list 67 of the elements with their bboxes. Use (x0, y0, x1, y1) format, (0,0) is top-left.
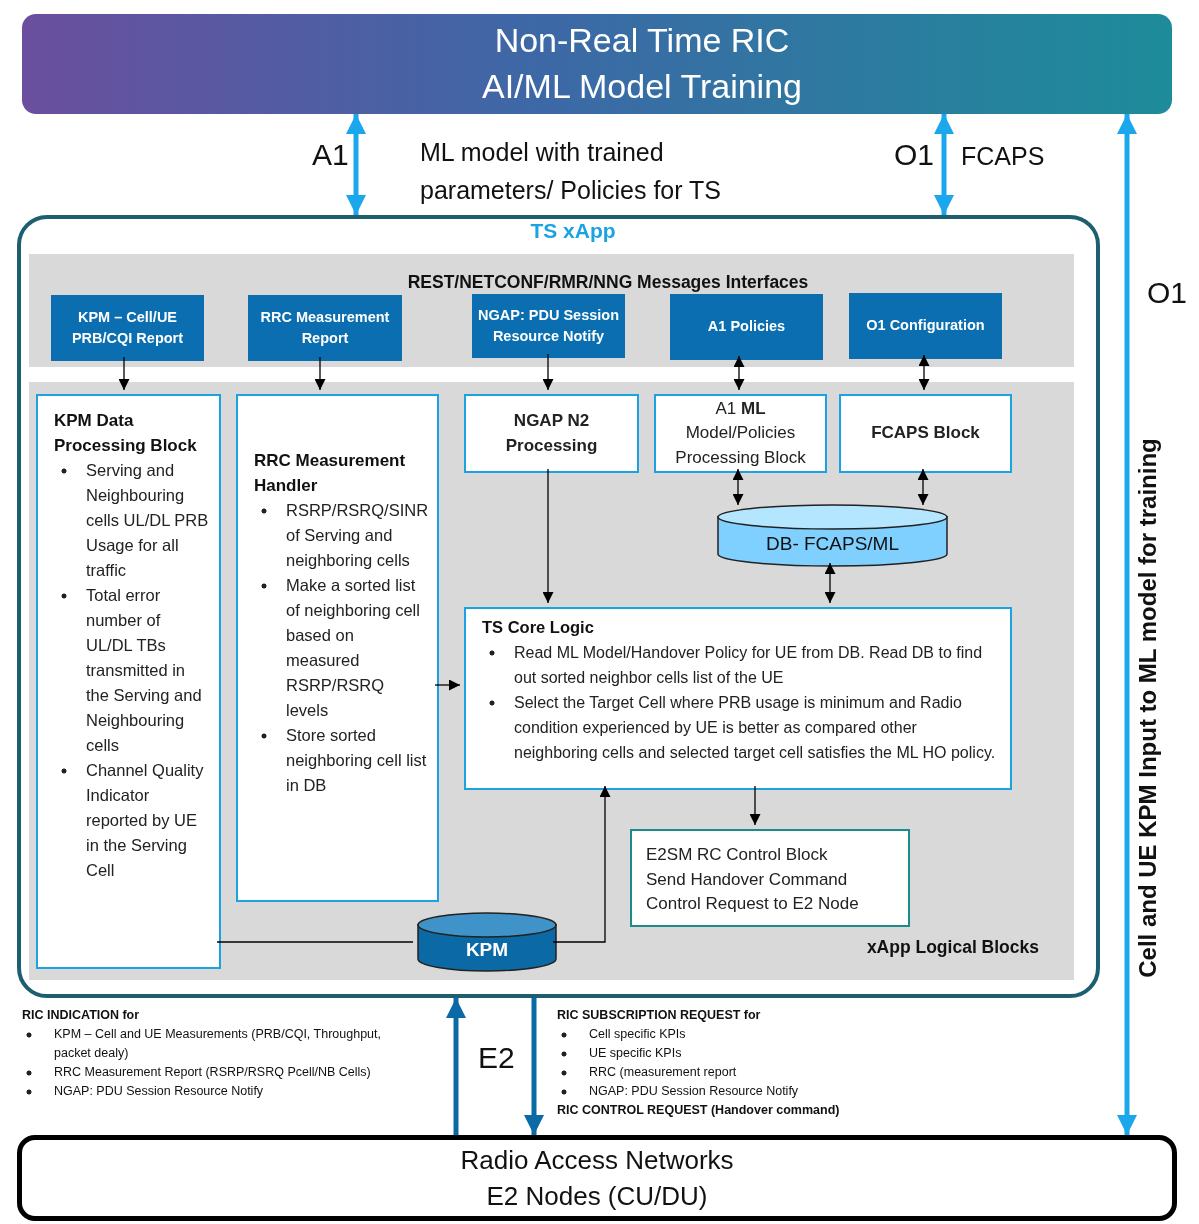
panel-title: REST/NETCONF/RMR/NNG Messages Interfaces (406, 272, 810, 293)
panel-band (29, 382, 1074, 980)
database-label: DB- FCAPS/ML (766, 532, 899, 555)
arrow (542, 468, 554, 604)
annotation-text: Cell and UE KPM Input to ML model for training (1133, 437, 1162, 980)
annotation-text: FCAPS (961, 141, 1046, 172)
arrow (542, 353, 554, 391)
arrow (446, 998, 466, 1135)
arrow (1117, 114, 1137, 1135)
arrow (524, 998, 544, 1135)
database-cylinder (717, 504, 948, 567)
container-box (17, 215, 1100, 998)
box-text: RRC Measurement Report (259, 308, 391, 348)
section-heading: RIC CONTROL REQUEST (Handover command) (557, 1102, 841, 1119)
panel-band (29, 254, 1074, 367)
arrow (918, 354, 930, 391)
process-box (236, 394, 439, 902)
arrow (314, 356, 326, 391)
interface-box (670, 294, 823, 360)
container-title: TS xApp (529, 219, 617, 243)
process-box (654, 394, 827, 473)
box-text: KPM – Cell/UE PRB/CQI Report (70, 308, 185, 348)
box-text: Send Handover Command Control Request to E2 Node (646, 868, 860, 916)
box-text: FCAPS Block (871, 422, 980, 445)
annotation-text: E2 (478, 1040, 516, 1076)
network-box (17, 1135, 1177, 1221)
arrow (934, 114, 954, 215)
interface-box (472, 294, 625, 358)
database-label: KPM (465, 939, 509, 961)
arrow (732, 468, 744, 506)
edge-label: O1 (894, 136, 935, 173)
process-box (464, 394, 639, 473)
box-text: A1 Policies (707, 317, 786, 337)
box-text: NGAP N2 Processing (504, 409, 599, 457)
section-heading: RIC SUBSCRIPTION REQUEST for (557, 1007, 762, 1024)
process-box (36, 394, 221, 969)
connector-line (216, 941, 414, 943)
section-heading: RIC INDICATION for (22, 1007, 141, 1024)
arrow (824, 562, 836, 604)
banner-title: Non-Real Time RIC AI/ML Model Training (481, 20, 803, 107)
box-text: A1 ML Model/Policies Processing Block (674, 397, 807, 469)
database-cylinder (417, 912, 557, 972)
process-box (464, 607, 1012, 790)
arrow (733, 355, 745, 391)
edge-label: A1 (312, 136, 349, 173)
box-text: NGAP: PDU Session Resource Notify (478, 306, 619, 346)
arrow (118, 356, 130, 391)
process-box (630, 829, 910, 927)
header-banner (22, 14, 1172, 114)
interface-box (248, 295, 402, 361)
interface-box (849, 293, 1002, 359)
box-title: KPM Data Processing Block (54, 410, 198, 457)
interface-box (51, 295, 204, 361)
panel-title: xApp Logical Blocks (865, 937, 1039, 958)
process-box (839, 394, 1012, 473)
arrow (552, 785, 611, 943)
box-text: O1 Configuration (866, 316, 985, 336)
annotation-text: ML model with trained parameters/ Policies for TS (420, 137, 723, 206)
box-title: RRC Measurement Handler (254, 450, 407, 497)
box-text: Radio Access Networks E2 Nodes (CU/DU) (459, 1143, 735, 1213)
arrow (917, 468, 929, 506)
box-text: E2SM RC Control Block (646, 844, 829, 866)
arrow (434, 679, 461, 691)
box-title: TS Core Logic (482, 617, 595, 638)
arrow (749, 785, 761, 826)
annotation-text: O1 (1147, 275, 1189, 311)
arrow (346, 114, 366, 215)
